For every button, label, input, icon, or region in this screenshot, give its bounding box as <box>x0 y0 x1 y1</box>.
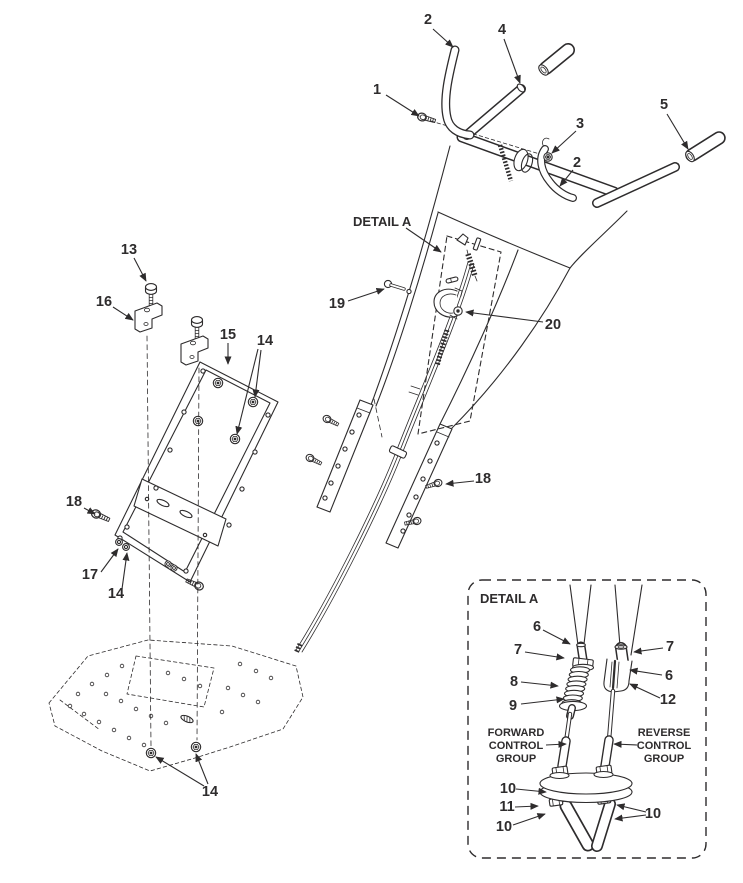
svg-text:CONTROL: CONTROL <box>637 740 692 752</box>
flange-nut-icon <box>229 433 241 445</box>
washer-icon <box>115 538 123 546</box>
callout-16: 16 <box>96 294 112 310</box>
left-mount-rail <box>304 399 374 513</box>
bracket-bolt-icon <box>180 316 209 366</box>
callout-14-frame: 14 <box>108 586 124 602</box>
upper-grip-icon <box>538 43 575 76</box>
threaded-rod-icon <box>497 144 514 182</box>
inset-callout-10-a: 10 <box>500 781 516 797</box>
rail-screw-icon <box>321 413 341 429</box>
inset-callout-11: 11 <box>499 799 514 815</box>
bracket-bolt-icon <box>134 283 163 333</box>
right-mount-rail <box>385 423 453 549</box>
handlebar-assembly <box>416 43 726 208</box>
mount-panel <box>114 361 279 583</box>
base-plate <box>48 639 304 772</box>
inset-detail-a: DETAIL A <box>467 579 707 859</box>
callout-2-lower: 2 <box>573 155 581 171</box>
callout-4: 4 <box>498 22 506 38</box>
base-nut-icon <box>145 747 157 759</box>
callout-2-top: 2 <box>424 12 432 28</box>
callout-13: 13 <box>121 242 137 258</box>
inset-callout-7-left: 7 <box>514 642 522 658</box>
small-spring-icon <box>465 253 478 277</box>
inset-callout-6-right: 6 <box>665 668 673 684</box>
lower-lever-icon <box>537 137 577 202</box>
flange-nut-icon <box>247 396 259 408</box>
flange-nut-icon <box>212 377 224 389</box>
inset-callout-10-b: 10 <box>496 819 512 835</box>
callout-18-rail: 18 <box>475 471 491 487</box>
callout-18-frame: 18 <box>66 494 82 510</box>
console-body <box>367 145 628 429</box>
right-grip-icon <box>685 131 726 163</box>
washer-icon <box>122 543 130 551</box>
callout-19: 19 <box>329 296 345 312</box>
callout-20: 20 <box>545 317 561 333</box>
cable-pin-icon <box>383 279 412 295</box>
washer-icon <box>170 564 178 572</box>
reverse-group-label: REVERSE <box>638 727 691 739</box>
inset-callout-8: 8 <box>510 674 518 690</box>
main-callouts: 2 4 1 3 2 5 DETAIL A 19 20 13 16 15 14 1… <box>66 12 689 800</box>
detail-a-pointer-label: DETAIL A <box>353 214 412 229</box>
inset-title: DETAIL A <box>480 591 539 606</box>
washer-icon <box>164 560 172 568</box>
callout-5: 5 <box>660 97 668 113</box>
top-lever-icon <box>441 45 475 140</box>
vent-icon <box>180 714 194 724</box>
svg-text:GROUP: GROUP <box>644 753 684 765</box>
svg-text:CONTROL: CONTROL <box>489 740 544 752</box>
callout-3: 3 <box>576 116 584 132</box>
base-holes <box>67 661 274 748</box>
lever-bolt-icon <box>416 111 437 126</box>
inset-callout-10-c: 10 <box>645 806 661 822</box>
frame-bolt-icon <box>89 507 112 525</box>
spring-icon <box>561 666 591 707</box>
reverse-control-stack <box>593 642 633 779</box>
flange-nut-icon <box>192 415 204 427</box>
callout-14-panel: 14 <box>257 333 273 349</box>
control-cables <box>293 261 475 655</box>
callout-1: 1 <box>373 82 381 98</box>
clevis-icon <box>603 658 633 693</box>
callout-15: 15 <box>220 327 236 343</box>
svg-text:GROUP: GROUP <box>496 753 536 765</box>
forward-control-stack <box>549 641 595 780</box>
forward-group-label: FORWARD <box>488 727 545 739</box>
lever-nut-icon <box>543 152 553 162</box>
frame-bolt-icon <box>184 576 206 592</box>
cable-clip-icon <box>433 287 463 320</box>
base-nut-icon <box>190 741 202 753</box>
detail-a-region <box>373 233 502 438</box>
left-mount-assembly <box>89 283 279 747</box>
inset-callout-9: 9 <box>509 698 517 714</box>
inset-callout-12: 12 <box>660 692 676 708</box>
rail-screw-icon <box>304 452 324 468</box>
inset-callout-7-right: 7 <box>666 639 674 655</box>
inset-callout-6-left: 6 <box>533 619 541 635</box>
callout-14-base: 14 <box>202 784 218 800</box>
callout-17: 17 <box>82 567 98 583</box>
